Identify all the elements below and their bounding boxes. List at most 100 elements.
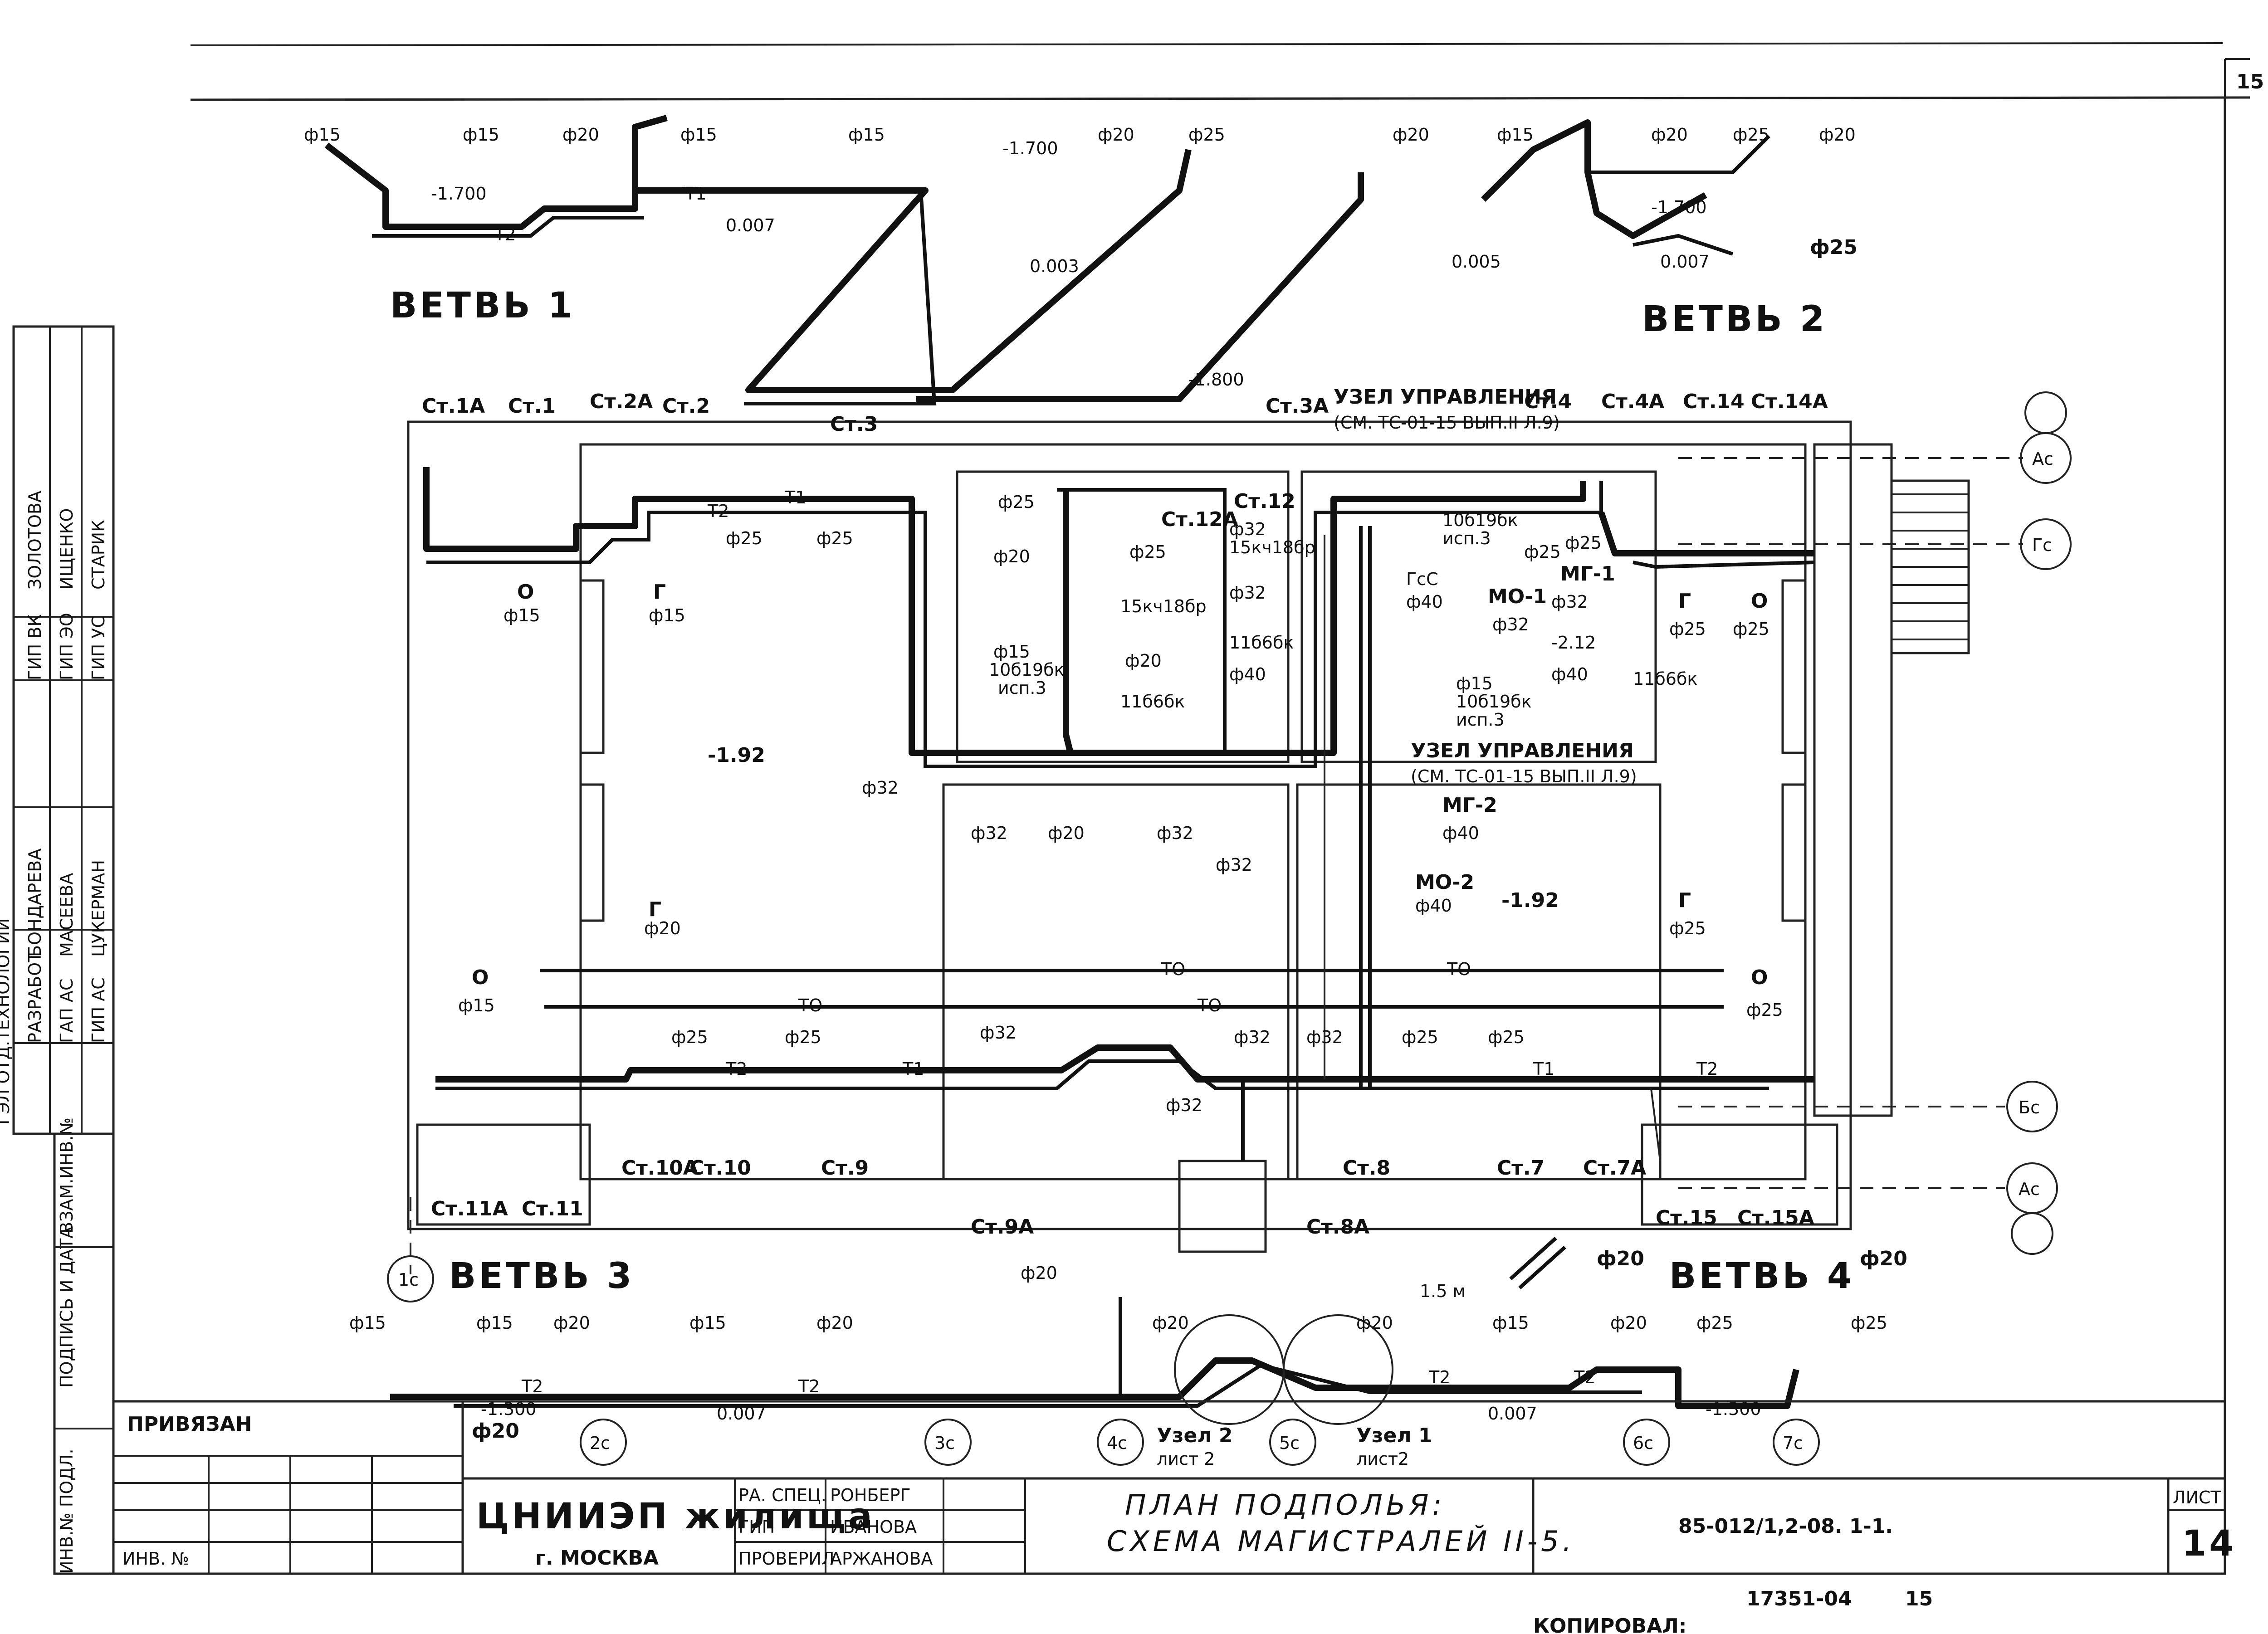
control-node-title: УЗЕЛ УПРАВЛЕНИЯ xyxy=(1411,739,1634,762)
diameter-label: ф25 xyxy=(726,528,763,548)
level-mark: -1.700 xyxy=(1651,197,1707,217)
stamp-name: ЗОЛОТОВА xyxy=(25,491,45,590)
stamp-role: ГАП АС xyxy=(57,979,77,1043)
axonometric-branches-bottom xyxy=(390,1237,1799,1425)
footer-number: 15 xyxy=(1905,1587,1933,1610)
riser-labels-bottom: Ст.11А Ст.11 Ст.10А Ст.10 Ст.9 Ст.9А Ст.… xyxy=(431,1156,1814,1239)
node-label: лист2 xyxy=(1356,1449,1409,1469)
diameter-label: ф15 xyxy=(1456,673,1493,693)
diameter-label: ф20 xyxy=(1356,1313,1393,1333)
pipe-code: Т2 xyxy=(494,224,516,244)
node-label: лист 2 xyxy=(1157,1449,1215,1469)
inv-label: ИНВ. № xyxy=(122,1549,189,1569)
org-city: г. МОСКВА xyxy=(535,1546,659,1570)
diameter-label: ф15 xyxy=(463,125,499,145)
diameter-label: ф25 xyxy=(1810,236,1857,259)
stamp-role: ГЭЛ ОТД.ТЕХНОЛОГИИ xyxy=(0,918,13,1125)
diameter-labels: ф15 ф15 ф20 ф15 ф15 ф20 ф25 ф20 ф15 ф20 … xyxy=(304,125,1907,1443)
riser-label: Ст.8 xyxy=(1343,1156,1390,1180)
axis-col-label: 7с xyxy=(1783,1433,1803,1453)
diameter-label: ф20 xyxy=(644,918,681,938)
corner-number: 15 xyxy=(2236,70,2264,93)
diameter-label: ф32 xyxy=(1216,855,1252,875)
level-mark: 0.003 xyxy=(1030,256,1079,276)
level-mark: 0.007 xyxy=(726,215,775,235)
riser-label: Ст.8А xyxy=(1306,1215,1369,1239)
pipe-code: Т2 xyxy=(1696,1059,1718,1079)
branch-4-label: ВЕТВЬ 4 xyxy=(1669,1256,1854,1297)
diameter-label: ф25 xyxy=(671,1027,708,1047)
person-name: РОНБЕРГ xyxy=(830,1485,911,1505)
role-label: ГИП xyxy=(738,1517,775,1537)
diameter-label: ф25 xyxy=(1746,1000,1783,1020)
riser-labels-top: Ст.1А Ст.1 Ст.2А Ст.2 Ст.3 Ст.3А Ст.4 Ст… xyxy=(422,390,1828,531)
diameter-label: ф32 xyxy=(1229,519,1266,539)
diameter-label: ф32 xyxy=(980,1023,1017,1043)
diameter-label: ф20 xyxy=(1125,651,1162,671)
level-marks: -1.700 -1.700 -1.700 -1.800 -1.92 -1.92 … xyxy=(431,138,1761,1424)
level-mark: -2.12 xyxy=(1551,633,1596,653)
riser-label: Ст.3 xyxy=(830,413,878,436)
stamp-role: ГИП ЭО xyxy=(57,613,77,680)
mg-label: Г xyxy=(653,580,666,604)
valve-label: исп.3 xyxy=(1456,710,1505,730)
riser-label: Ст.7А xyxy=(1583,1156,1646,1180)
riser-label: Ст.15А xyxy=(1737,1206,1814,1229)
diameter-label: ф25 xyxy=(1696,1313,1733,1333)
diameter-label: ф15 xyxy=(503,605,540,625)
diameter-label: ф25 xyxy=(1669,619,1706,639)
diameter-label: ф25 xyxy=(1188,125,1225,145)
pipe-code: ТО xyxy=(1161,959,1185,979)
stamp-role: ГИП УС xyxy=(88,616,108,680)
valve-label: 11б6бк xyxy=(1120,692,1185,712)
axis-col-label: 3с xyxy=(934,1433,955,1453)
title-block: ПРИВЯЗАН ИНВ. № ЦНИИЭП жилища г. МОСКВА … xyxy=(112,1400,2234,1634)
diameter-label: ф20 xyxy=(553,1313,590,1333)
diameter-label: ф20 xyxy=(1021,1263,1057,1283)
valve-label: 15кч18бр xyxy=(1229,537,1315,557)
sheet-frame: 15 xyxy=(190,42,2264,1574)
valve-label: 15кч18бр xyxy=(1120,596,1207,616)
riser-label: Ст.10А xyxy=(621,1156,699,1180)
level-mark: 0.007 xyxy=(717,1404,766,1424)
riser-label: Ст.2 xyxy=(662,395,710,418)
diameter-label: ф25 xyxy=(1565,533,1602,553)
diameter-label: ф20 xyxy=(1610,1313,1647,1333)
mg-label: МГ-1 xyxy=(1560,562,1615,585)
stamp-vertical: ПОДПИСЬ И ДАТА xyxy=(57,1227,77,1388)
role-label: ПРОВЕРИЛ xyxy=(738,1549,834,1569)
pipe-code: Т2 xyxy=(1574,1367,1595,1387)
axis-row-label: Гс xyxy=(2032,535,2052,555)
branch-3-label: ВЕТВЬ 3 xyxy=(449,1256,634,1297)
axonometric-branches-top xyxy=(324,115,1770,405)
stamp-name: ИЩЕНКО xyxy=(57,508,77,590)
valve-label: 10б19бк xyxy=(1456,692,1532,712)
diameter-label: ф20 xyxy=(1860,1247,1907,1270)
diameter-label: ф20 xyxy=(1048,823,1085,843)
level-mark: 0.007 xyxy=(1488,1404,1537,1424)
axis-row-label: Бс xyxy=(2019,1097,2040,1117)
control-node-ref: (СМ. ТС-01-15 ВЫП.II Л.9) xyxy=(1411,766,1637,786)
diameter-label: ф32 xyxy=(1234,1027,1271,1047)
mg-label: МО-1 xyxy=(1488,585,1547,608)
axis-col-label: 4с xyxy=(1107,1433,1127,1453)
riser-label: Ст.2А xyxy=(590,390,653,413)
diameter-label: ф25 xyxy=(1129,542,1166,562)
diameter-label: ф32 xyxy=(1166,1095,1202,1115)
level-mark: -1.700 xyxy=(431,184,487,204)
diameter-label: ф20 xyxy=(1393,125,1429,145)
sheet-title-line1: ПЛАН ПОДПОЛЬЯ: xyxy=(1125,1488,1445,1522)
diameter-label: ф20 xyxy=(993,546,1030,566)
diameter-label: ф25 xyxy=(1851,1313,1887,1333)
valve-notes: 15кч18бр 15кч18бр 11б6бк 11б6бк 11б6бк 1… xyxy=(472,510,1768,989)
branch-titles: ВЕТВЬ 1 ВЕТВЬ 2 ВЕТВЬ 3 ВЕТВЬ 4 xyxy=(390,285,1854,1297)
pipe-code: Т1 xyxy=(1533,1059,1554,1079)
privyazan-label: ПРИВЯЗАН xyxy=(127,1413,252,1436)
control-node-ref: (СМ. ТС-01-15 ВЫП.II Л.9) xyxy=(1334,413,1560,433)
level-mark: 1.5 м xyxy=(1420,1281,1466,1301)
document-code: 85-012/1,2-08. 1-1. xyxy=(1678,1515,1893,1538)
mg-label: О xyxy=(472,966,489,989)
person-name: ИВАНОВА xyxy=(830,1517,917,1537)
mg-label: Г xyxy=(1678,889,1691,912)
